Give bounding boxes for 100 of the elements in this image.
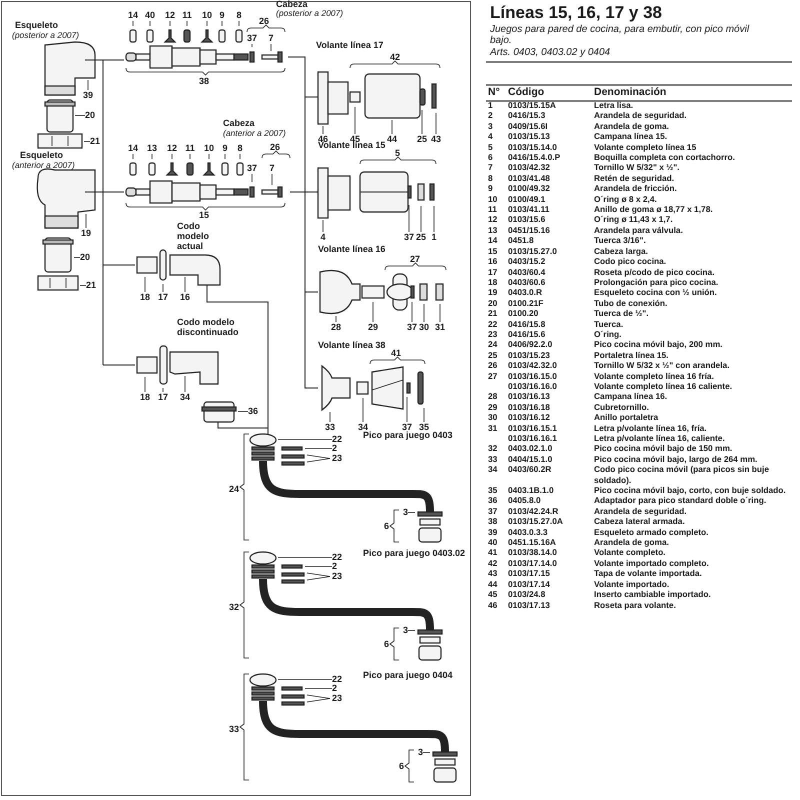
- table-cell-text: 33: [488, 454, 498, 464]
- callout-number: 11: [182, 10, 192, 21]
- leader-line: [184, 276, 186, 292]
- callout-number: 4: [320, 232, 326, 243]
- table-cell-text: 38: [488, 516, 498, 527]
- callout-number: 19: [81, 228, 91, 239]
- callout-number: 18: [140, 392, 150, 403]
- table-cell-text: Campana línea 15.: [594, 131, 668, 142]
- leader-line: [322, 220, 324, 232]
- leader-line: [80, 285, 86, 286]
- table-cell-text: Arandela de seguridad.: [594, 506, 688, 516]
- callout-number: 33: [325, 422, 335, 433]
- table-cell-text: 0103/16.13: [508, 391, 551, 402]
- table-cell-text: Cubretornillo.: [594, 402, 650, 412]
- table-cell-text: 0406/92.2.0: [508, 339, 554, 350]
- table-cell-text: 17: [488, 266, 498, 277]
- leader-line: [372, 302, 374, 322]
- callout-number: 16: [180, 292, 190, 303]
- table-cell-text: 0100/49.32: [508, 183, 551, 194]
- table-cell-text: 0404/15.1.0: [508, 454, 554, 464]
- table-cell-text: 0103/42.32: [508, 162, 551, 173]
- table-cell-text: 0103/16.18: [508, 402, 551, 412]
- table-cell-text: 41: [488, 547, 498, 558]
- callout-number: 6: [384, 521, 390, 532]
- callout-number: 29: [368, 322, 378, 333]
- part-group-heading: Pico para juego 0404: [363, 670, 453, 680]
- table-cell-text: 12: [488, 214, 498, 225]
- leader-line: [162, 388, 164, 392]
- callout-number: 22: [332, 552, 342, 563]
- table-cell-text: Esqueleto cocina con ½ unión.: [594, 287, 718, 298]
- table-cell-text: 0103/16.16.0: [508, 380, 558, 392]
- callout-number: 3: [402, 625, 408, 636]
- table-cell-text: Prolongación para pico cocina.: [594, 276, 720, 288]
- part-group-heading: Volante línea 15: [318, 140, 386, 150]
- table-cell-text: Tuerca 3/16".: [594, 235, 647, 246]
- date-note: (anterior a 2007): [12, 160, 75, 170]
- part-group-heading: Esqueleto: [15, 20, 58, 30]
- table-cell-text: Tapa de volante importada.: [594, 568, 703, 579]
- callout-number: 3: [402, 507, 408, 518]
- callout-number: 6: [384, 639, 390, 650]
- table-cell-text: Anillo de goma ø 18,77 x 1,78.: [594, 204, 714, 214]
- table-cell-text: 19: [488, 287, 498, 298]
- table-cell-text: Codo pico cocina móvil (para picos sin buje soldado).: [594, 464, 770, 486]
- table-header: Denominación: [594, 85, 668, 100]
- callout-number: 32: [229, 602, 240, 613]
- table-cell-text: Volante completo línea 16 caliente.: [594, 380, 734, 392]
- date-note: (posterior a 2007): [276, 8, 344, 18]
- table-cell-text: 0403.0.3.3: [508, 526, 549, 538]
- leader-line: [304, 688, 332, 689]
- table-cell-text: 9: [488, 183, 494, 194]
- table-cell-text: 0103/15.13: [508, 131, 551, 142]
- table-cell-text: Campana línea 16.: [594, 391, 668, 402]
- table-cell-text: 0103/15.27.0A: [508, 516, 564, 527]
- callout-number: 3: [418, 747, 423, 758]
- leader-line: [74, 115, 86, 116]
- callout-number: 23: [332, 453, 342, 464]
- callout-number: 7: [270, 163, 274, 174]
- table-cell-text: 0100.20: [508, 308, 540, 319]
- callout-number: 35: [419, 422, 429, 433]
- callout-number: 30: [419, 322, 429, 333]
- table-cell-text: 7: [488, 162, 494, 173]
- callout-number: 27: [410, 254, 420, 265]
- table-cell-text: 34: [488, 464, 498, 476]
- table-cell-text: 0451.8: [508, 235, 535, 246]
- callout-number: 2: [332, 683, 338, 694]
- leader-line: [270, 44, 272, 52]
- table-cell-text: 6: [488, 152, 494, 162]
- table-cell-text: 44: [488, 578, 498, 590]
- table-cell-text: Volante importado completo.: [594, 558, 710, 568]
- table-cell-text: 0403.0.R: [508, 287, 543, 298]
- table-cell-text: 39: [488, 526, 498, 538]
- callout-number: 9: [222, 143, 228, 154]
- table-cell-text: 18: [488, 276, 498, 288]
- table-cell-text: 2: [488, 110, 494, 121]
- callout-number: 7: [268, 33, 274, 44]
- callout-number: 12: [167, 143, 177, 154]
- table-cell-text: Retén de seguridad.: [594, 172, 676, 184]
- table-cell-text: 0103/38.14.0: [508, 547, 558, 558]
- table-cell-text: Tuerca de ½".: [594, 308, 650, 319]
- callout-number: 37: [247, 163, 257, 174]
- leader-line: [306, 576, 330, 580]
- part-group-heading: Codo modelo actual: [177, 221, 210, 251]
- date-note: (posterior a 2007): [12, 30, 80, 40]
- callout-number: 33: [229, 724, 240, 735]
- callout-number: 39: [83, 90, 93, 101]
- table-cell-text: 0103/15.15A: [508, 100, 557, 110]
- callout-number: 13: [147, 143, 157, 154]
- table-cell-text: Roseta para volante.: [594, 600, 677, 610]
- callout-number: 37: [247, 33, 257, 44]
- table-cell-text: 35: [488, 485, 498, 496]
- table-cell-text: O´ring ø 8 x 2,4.: [594, 194, 658, 204]
- table-cell-text: 0103/15.23: [508, 350, 551, 360]
- callout-number: 14: [128, 143, 138, 154]
- table-cell-text: Letra p/volante línea 16, caliente.: [594, 433, 726, 444]
- part-group-heading: Codo modelo discontinuado: [177, 317, 240, 337]
- table-cell-text: 0103/15.6: [508, 214, 546, 225]
- table-cell-text: Cabeza larga.: [594, 246, 649, 256]
- table-cell-text: 0103/41.48: [508, 172, 551, 184]
- table-cell-text: 1: [488, 100, 494, 110]
- table-cell-text: 24: [488, 339, 498, 350]
